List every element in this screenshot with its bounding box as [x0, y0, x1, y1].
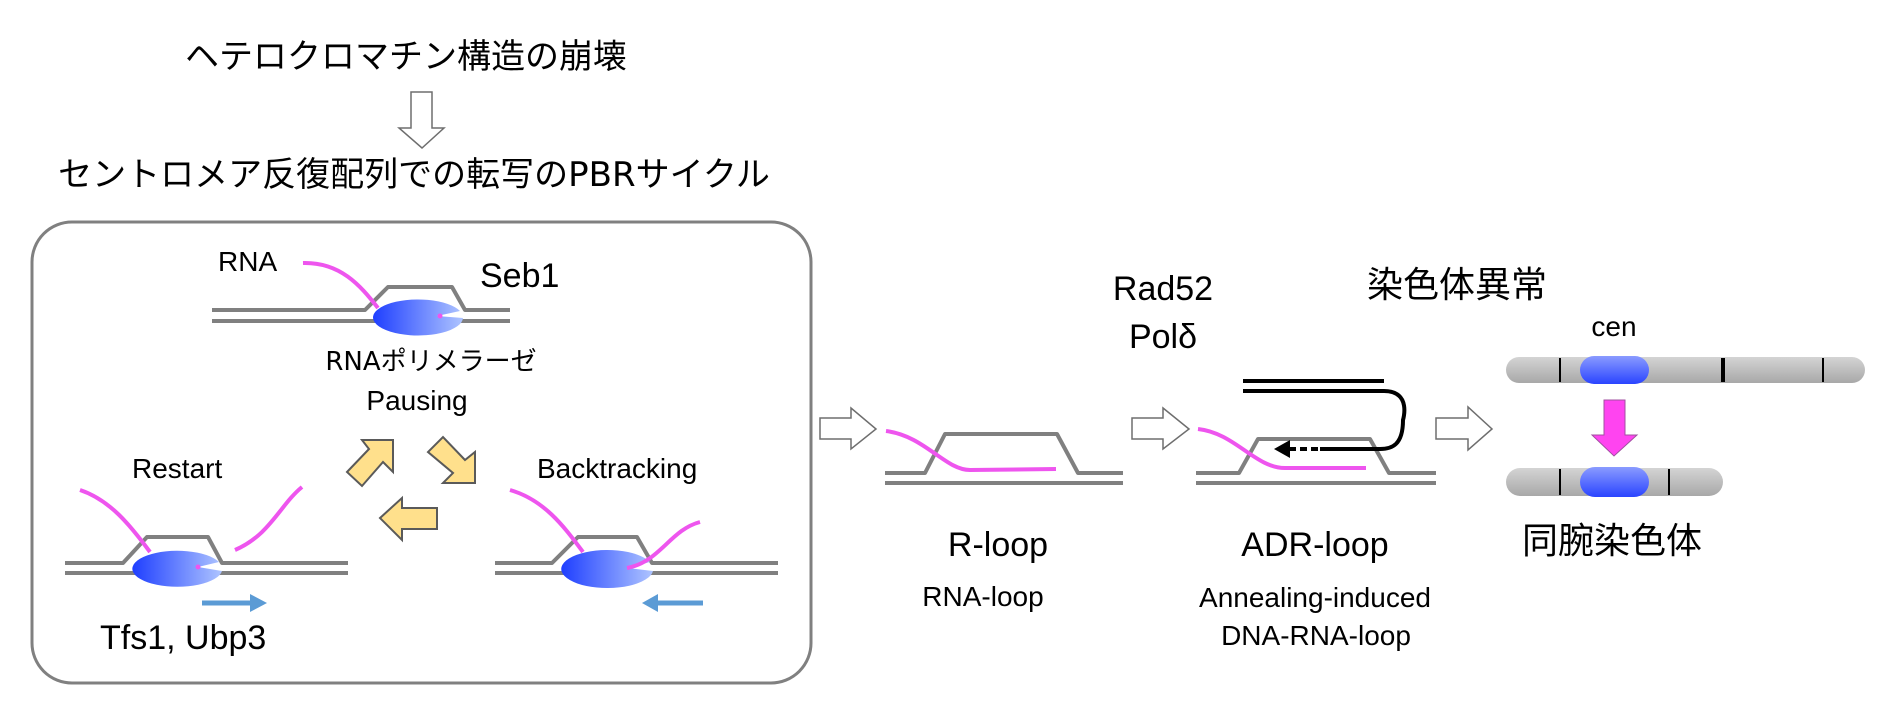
- adr-loop-subtitle-line1: Annealing-induced: [1199, 582, 1431, 613]
- next-arrow-icon: [1435, 405, 1494, 452]
- cycle-arrows: [345, 435, 476, 543]
- centromere: [1580, 356, 1649, 384]
- rna-strand: [234, 485, 304, 552]
- cycle-arrow-pausing-to-backtracking-icon: [426, 435, 476, 484]
- centromere: [1580, 467, 1649, 497]
- rna-polymerase-icon: [373, 299, 463, 336]
- backtracking-label: Backtracking: [537, 453, 698, 484]
- pausing-label: Pausing: [366, 385, 468, 416]
- next-arrow-icon: [819, 406, 878, 451]
- adr-loop-structure: [1196, 379, 1436, 485]
- forward-arrow-icon: [202, 594, 267, 612]
- rna-polymerase-icon: [132, 550, 222, 587]
- cycle-arrow-restart-to-pausing-icon: [345, 439, 394, 488]
- rna-strand: [302, 260, 380, 310]
- title-heterochromatin-collapse: ヘテロクロマチン構造の崩壊: [185, 37, 627, 77]
- rna-strand: [509, 488, 585, 554]
- cycle-arrow-backtracking-to-restart-icon: [378, 495, 438, 543]
- rna-label: RNA: [218, 246, 278, 277]
- synthesis-arrowhead-icon: [1274, 440, 1290, 458]
- pbr-cycle-box: [30, 220, 813, 685]
- rna-polymerase-icon: [561, 550, 653, 589]
- down-arrow-icon: [396, 91, 446, 150]
- restart-label: Restart: [132, 453, 223, 484]
- rna-strand: [626, 520, 701, 570]
- r-loop-title: R-loop: [947, 526, 1049, 564]
- title-pbr-cycle: セントロメア反復配列での転写のPBRサイクル: [58, 155, 770, 195]
- backward-arrow-icon: [642, 594, 703, 612]
- pausing-complex: [212, 260, 510, 336]
- isochromosome-formation-arrow-icon: [1590, 399, 1639, 457]
- adr-loop-subtitle-line2: DNA-RNA-loop: [1221, 620, 1411, 651]
- rad52-label: Rad52: [1112, 270, 1214, 308]
- adr-loop-title: ADR-loop: [1241, 526, 1389, 564]
- r-loop-structure: [885, 429, 1123, 485]
- cen-label: cen: [1591, 311, 1637, 342]
- rna-strand: [79, 488, 152, 554]
- isochromosome-label: 同腕染色体: [1521, 521, 1703, 562]
- rna-strand: [1197, 427, 1366, 470]
- pol-delta-label: Polδ: [1128, 318, 1198, 356]
- r-loop-subtitle: RNA-loop: [922, 581, 1044, 612]
- normal-chromosome: [1506, 356, 1865, 384]
- chromosome-abnormality-heading: 染色体異常: [1367, 265, 1548, 306]
- seb1-label: Seb1: [480, 257, 560, 295]
- tfs1-ubp3-label: Tfs1, Ubp3: [100, 619, 267, 657]
- backtracking-complex: [495, 488, 778, 612]
- rna-polymerase-label: RNAポリメラーゼ: [325, 347, 537, 377]
- isochromosome: [1506, 467, 1723, 497]
- rna-strand: [885, 429, 1057, 473]
- invading-dna-strand: [1243, 389, 1407, 451]
- next-arrow-icon: [1131, 406, 1191, 451]
- restart-complex: [65, 485, 348, 612]
